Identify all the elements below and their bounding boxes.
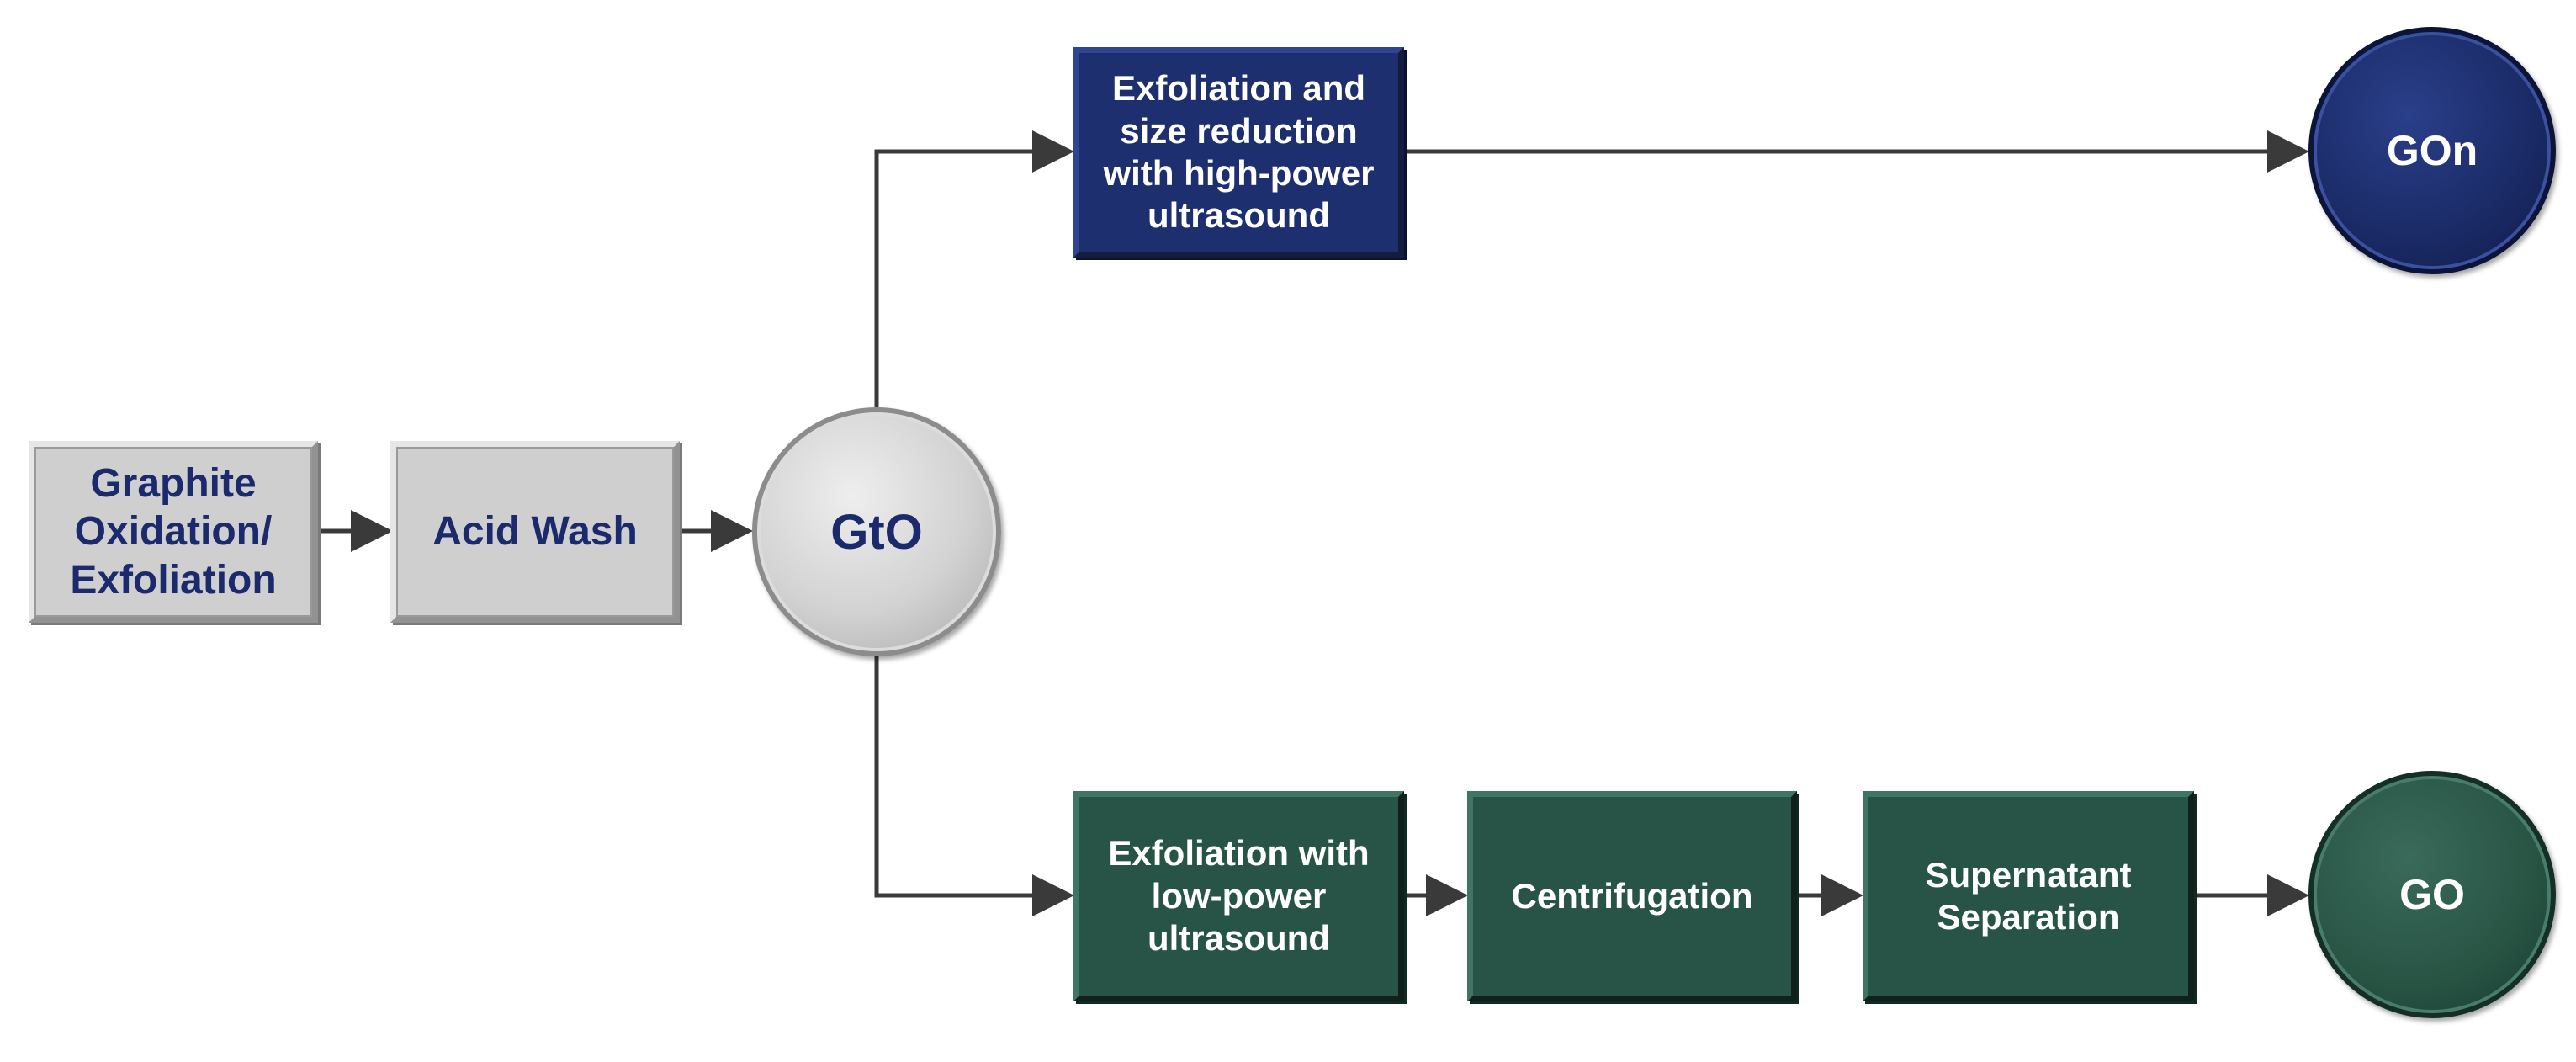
arrow-gto-to-high-power	[874, 130, 1074, 407]
high-power-ultrasound-box: Exfoliation and size reduction with high…	[1073, 47, 1404, 258]
graphite-oxidation-line-1: Graphite	[90, 460, 257, 506]
low-power-line-1: Exfoliation with	[1108, 833, 1370, 873]
graphite-oxidation-line-3: Exfoliation	[70, 557, 277, 603]
high-power-line-1: Exfoliation and	[1111, 68, 1365, 109]
acid-wash-label: Acid Wash	[432, 509, 638, 555]
acid-wash-box: Acid Wash	[390, 441, 680, 623]
arrow-gto-to-low-power	[874, 656, 1074, 916]
high-power-line-3: with high-power	[1103, 153, 1375, 193]
gto-label: GtO	[830, 504, 923, 560]
low-power-line-2: low-power	[1151, 875, 1327, 916]
gto-node: GtO	[752, 407, 1001, 656]
supernatant-separation-box: Supernatant Separation	[1863, 791, 2194, 1001]
gon-label: GOn	[2386, 127, 2478, 174]
high-power-line-2: size reduction	[1120, 110, 1358, 151]
centrifugation-label: Centrifugation	[1511, 875, 1753, 916]
gon-node: GOn	[2308, 27, 2556, 274]
supernatant-line-1: Supernatant	[1925, 854, 2132, 895]
supernatant-line-2: Separation	[1937, 897, 2120, 937]
high-power-line-4: ultrasound	[1147, 195, 1330, 236]
low-power-ultrasound-box: Exfoliation with low-power ultrasound	[1073, 791, 1404, 1001]
graphite-oxidation-box: Graphite Oxidation/ Exfoliation	[29, 441, 318, 623]
go-node: GO	[2308, 771, 2556, 1018]
go-label: GO	[2399, 871, 2465, 918]
graphite-oxidation-line-2: Oxidation/	[74, 509, 273, 555]
centrifugation-box: Centrifugation	[1467, 791, 1797, 1001]
low-power-line-3: ultrasound	[1147, 918, 1330, 958]
